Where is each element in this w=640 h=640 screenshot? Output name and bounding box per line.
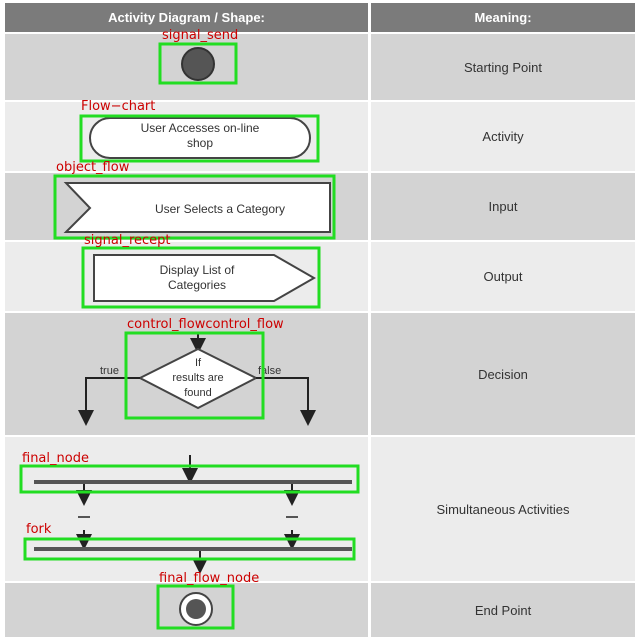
activity-text-line1: User Accesses on-line	[141, 121, 260, 135]
annotation-label-signal-recept: signal_recept	[84, 233, 171, 248]
start-node-shape	[181, 47, 215, 81]
meaning-output: Output	[371, 242, 635, 311]
meaning-end-point: End Point	[371, 583, 635, 637]
annotation-label-fork: fork	[26, 522, 52, 537]
decision-shape: If results are found true false	[78, 332, 316, 426]
output-shape: Display List of Categories	[93, 254, 317, 302]
row-end-point: End Point	[5, 583, 635, 637]
annotation-label-signal-send: signal_send	[162, 28, 238, 43]
decision-text-line1: If	[195, 357, 202, 369]
activity-shape: User Accesses on-line shop	[89, 117, 311, 159]
annotation-label-control-flow: control_flowcontrol_flow	[127, 317, 284, 332]
annotation-box-final-node	[19, 464, 360, 494]
annotation-box-control-flow	[124, 331, 265, 420]
header-shape: Activity Diagram / Shape:	[5, 3, 368, 32]
meaning-simultaneous: Simultaneous Activities	[371, 437, 635, 581]
activity-text-line2: shop	[187, 136, 213, 150]
input-shape: User Selects a Category	[63, 182, 331, 233]
decision-true-label: true	[100, 365, 119, 377]
decision-text-line3: found	[184, 387, 212, 399]
annotation-box-fork	[23, 537, 356, 561]
annotation-label-object-flow: object_flow	[56, 160, 130, 175]
decision-false-label: false	[258, 365, 281, 377]
annotation-box-final-flow-node	[156, 584, 235, 630]
annotation-label-final-flow-node: final_flow_node	[159, 571, 259, 586]
meaning-activity: Activity	[371, 102, 635, 171]
decision-text-line2: results are	[172, 372, 223, 384]
end-node-shape	[179, 592, 213, 626]
annotation-box-signal-recept	[81, 246, 321, 309]
output-text-line2: Categories	[168, 278, 226, 292]
annotation-box-object-flow	[53, 174, 336, 240]
shape-meaning-table: Activity Diagram / Shape: Meaning: Start…	[5, 3, 635, 637]
meaning-starting-point: Starting Point	[371, 34, 635, 100]
annotation-box-flow-chart	[79, 114, 320, 163]
annotation-box-signal-send	[158, 42, 238, 85]
shape-cell	[5, 437, 368, 581]
row-starting-point: Starting Point	[5, 34, 635, 100]
header-meaning: Meaning:	[371, 3, 635, 32]
annotation-label-flow-chart: Flow−chart	[81, 99, 155, 114]
meaning-input: Input	[371, 173, 635, 240]
row-simultaneous: Simultaneous Activities	[5, 437, 635, 581]
fork-join-shape	[34, 455, 352, 574]
input-text: User Selects a Category	[155, 202, 285, 216]
annotation-label-final-node: final_node	[22, 451, 89, 466]
output-text-line1: Display List of	[160, 263, 235, 277]
meaning-decision: Decision	[371, 313, 635, 435]
